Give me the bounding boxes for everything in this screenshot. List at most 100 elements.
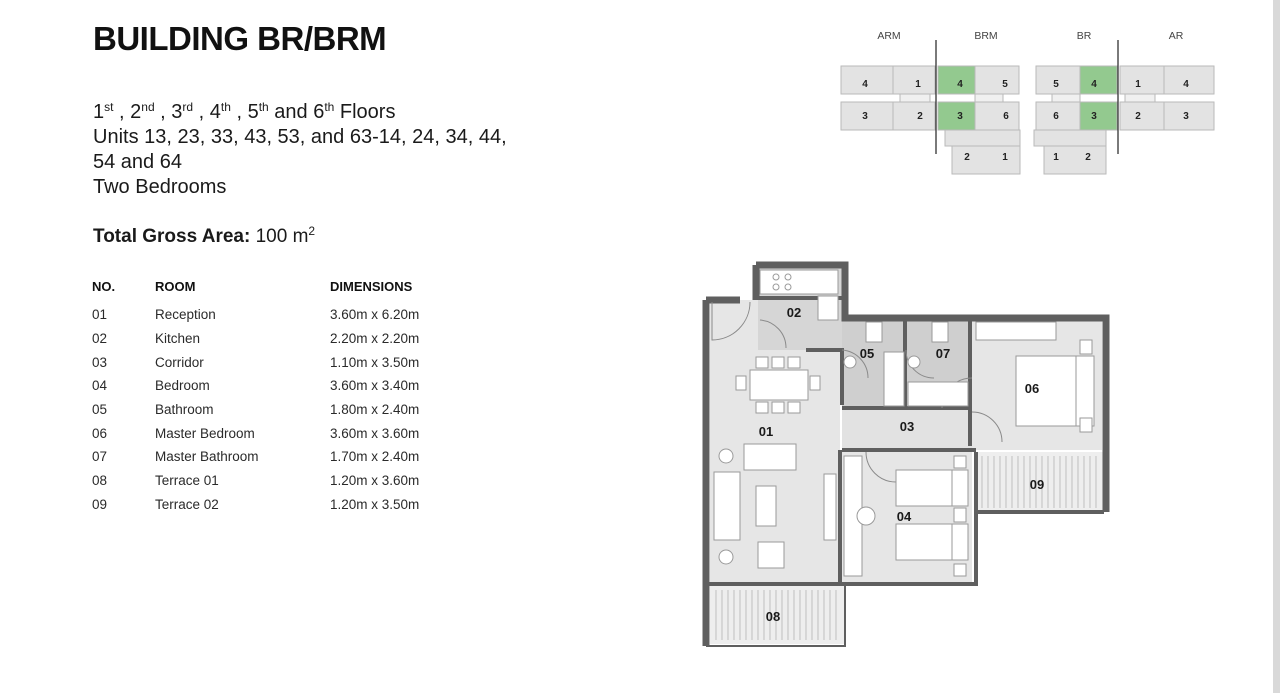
- header-dimensions: DIMENSIONS: [330, 278, 413, 294]
- floors-line: 1st , 2nd , 3rd , 4th , 5th and 6th Floo…: [93, 100, 563, 125]
- gross-area-unit-sup: 2: [308, 224, 316, 238]
- room-06-fill: [972, 318, 1102, 450]
- cell-room: Master Bedroom: [155, 425, 255, 441]
- key-plan-blocks: [840, 65, 1215, 175]
- room-label-09: 09: [1030, 477, 1044, 492]
- cell-no: 03: [92, 354, 108, 370]
- kp-num: 6: [1003, 111, 1009, 122]
- interior-walls: [706, 296, 1104, 586]
- room-label-05: 05: [860, 346, 874, 361]
- cell-no: 01: [92, 307, 108, 323]
- unit-description: 1st , 2nd , 3rd , 4th , 5th and 6th Floo…: [93, 100, 563, 200]
- key-plan-separators: [935, 40, 1119, 154]
- room-label-03: 03: [900, 419, 914, 434]
- cell-no: 07: [92, 449, 108, 465]
- page-right-edge: [1273, 0, 1280, 693]
- room-table-header: NO. ROOM DIMENSIONS: [92, 278, 460, 303]
- sep: ,: [193, 101, 210, 123]
- table-row: 08 Terrace 01 1.20m x 3.60m: [92, 469, 460, 493]
- room-table: NO. ROOM DIMENSIONS 01 Reception 3.60m x 6…: [92, 278, 460, 516]
- furniture: [713, 269, 1095, 577]
- key-plan-label-arm: ARM: [877, 30, 900, 42]
- cell-no: 09: [92, 496, 108, 512]
- gross-area-label: Total Gross Area:: [93, 226, 251, 247]
- table-row: 07 Master Bathroom 1.70m x 2.40m: [92, 445, 460, 469]
- floor-2: 2: [130, 101, 142, 123]
- cell-no: 02: [92, 331, 108, 347]
- floor-5-suffix: th: [258, 100, 269, 114]
- kp-num: 1: [1002, 152, 1008, 163]
- cell-room: Terrace 01: [155, 473, 219, 489]
- kp-num: 4: [957, 79, 963, 90]
- cell-dimensions: 3.60m x 3.40m: [330, 378, 420, 394]
- floor-5: 5: [247, 101, 259, 123]
- floor-1: 1: [93, 101, 105, 123]
- cell-room: Terrace 02: [155, 496, 219, 512]
- key-plan-highlight-unit-3b: [1079, 101, 1118, 131]
- floor-6: 6: [313, 101, 325, 123]
- table-row: 01 Reception 3.60m x 6.20m: [92, 303, 460, 327]
- floor-3: 3: [171, 101, 183, 123]
- cell-no: 08: [92, 473, 108, 489]
- sep: ,: [154, 101, 172, 123]
- cell-room: Master Bathroom: [155, 449, 259, 465]
- terrace-hatching: [715, 456, 1097, 640]
- cell-dimensions: 2.20m x 2.20m: [330, 331, 420, 347]
- total-gross-area: Total Gross Area: 100 m2: [93, 224, 316, 248]
- header-no: NO.: [92, 278, 116, 294]
- floor-3-suffix: rd: [182, 100, 194, 114]
- cell-no: 05: [92, 402, 108, 418]
- floor-4: 4: [209, 101, 221, 123]
- page-title: BUILDING BR/BRM: [93, 20, 387, 57]
- cell-room: Reception: [155, 307, 216, 323]
- door-swings: [711, 301, 1003, 483]
- key-plan-unit-numbers: 4 1 3 2 4 5 3 6 2 1 5 4 6 3 1 2 1 4 2 3: [862, 79, 1189, 163]
- kp-num: 6: [1053, 111, 1059, 122]
- kp-num: 3: [862, 111, 868, 122]
- cell-dimensions: 1.80m x 2.40m: [330, 402, 420, 418]
- bedrooms-line: Two Bedrooms: [93, 176, 227, 198]
- sep: ,: [230, 101, 248, 123]
- kp-num: 2: [964, 152, 970, 163]
- cell-dimensions: 1.70m x 2.40m: [330, 449, 420, 465]
- kp-num: 1: [915, 79, 921, 90]
- cell-dimensions: 3.60m x 6.20m: [330, 307, 420, 323]
- room-03-fill: [842, 408, 972, 450]
- floors-word: Floors: [334, 101, 396, 123]
- kp-num: 2: [1085, 152, 1091, 163]
- cell-dimensions: 1.20m x 3.50m: [330, 496, 420, 512]
- cell-no: 04: [92, 378, 108, 394]
- cell-dimensions: 3.60m x 3.60m: [330, 425, 420, 441]
- kp-num: 4: [1091, 79, 1097, 90]
- cell-dimensions: 1.10m x 3.50m: [330, 354, 420, 370]
- room-label-04: 04: [897, 509, 912, 524]
- cell-no: 06: [92, 425, 108, 441]
- room-07-fill: [906, 318, 970, 406]
- floor-1-suffix: st: [104, 100, 114, 114]
- kp-num: 3: [957, 111, 963, 122]
- table-row: 04 Bedroom 3.60m x 3.40m: [92, 374, 460, 398]
- sep: ,: [113, 101, 131, 123]
- kp-num: 2: [917, 111, 923, 122]
- kp-num: 4: [862, 79, 868, 90]
- kp-num: 4: [1183, 79, 1189, 90]
- kp-num: 3: [1091, 111, 1097, 122]
- cell-room: Bedroom: [155, 378, 210, 394]
- header-room: ROOM: [155, 278, 196, 294]
- cell-dimensions: 1.20m x 3.60m: [330, 473, 420, 489]
- table-row: 06 Master Bedroom 3.60m x 3.60m: [92, 421, 460, 445]
- key-plan-label-br: BR: [1077, 30, 1092, 42]
- room-label-07: 07: [936, 346, 950, 361]
- room-label-02: 02: [787, 305, 801, 320]
- kp-num: 1: [1135, 79, 1141, 90]
- key-plan-highlight-unit-4: [937, 65, 976, 95]
- kp-num: 5: [1002, 79, 1008, 90]
- floor-6-suffix: th: [324, 100, 335, 114]
- units-line-1: Units 13, 23, 33, 43, 53, and 63-14, 24,…: [93, 126, 507, 148]
- key-plan-label-brm: BRM: [974, 30, 997, 42]
- room-05-fill: [842, 318, 904, 406]
- kp-num: 2: [1135, 111, 1141, 122]
